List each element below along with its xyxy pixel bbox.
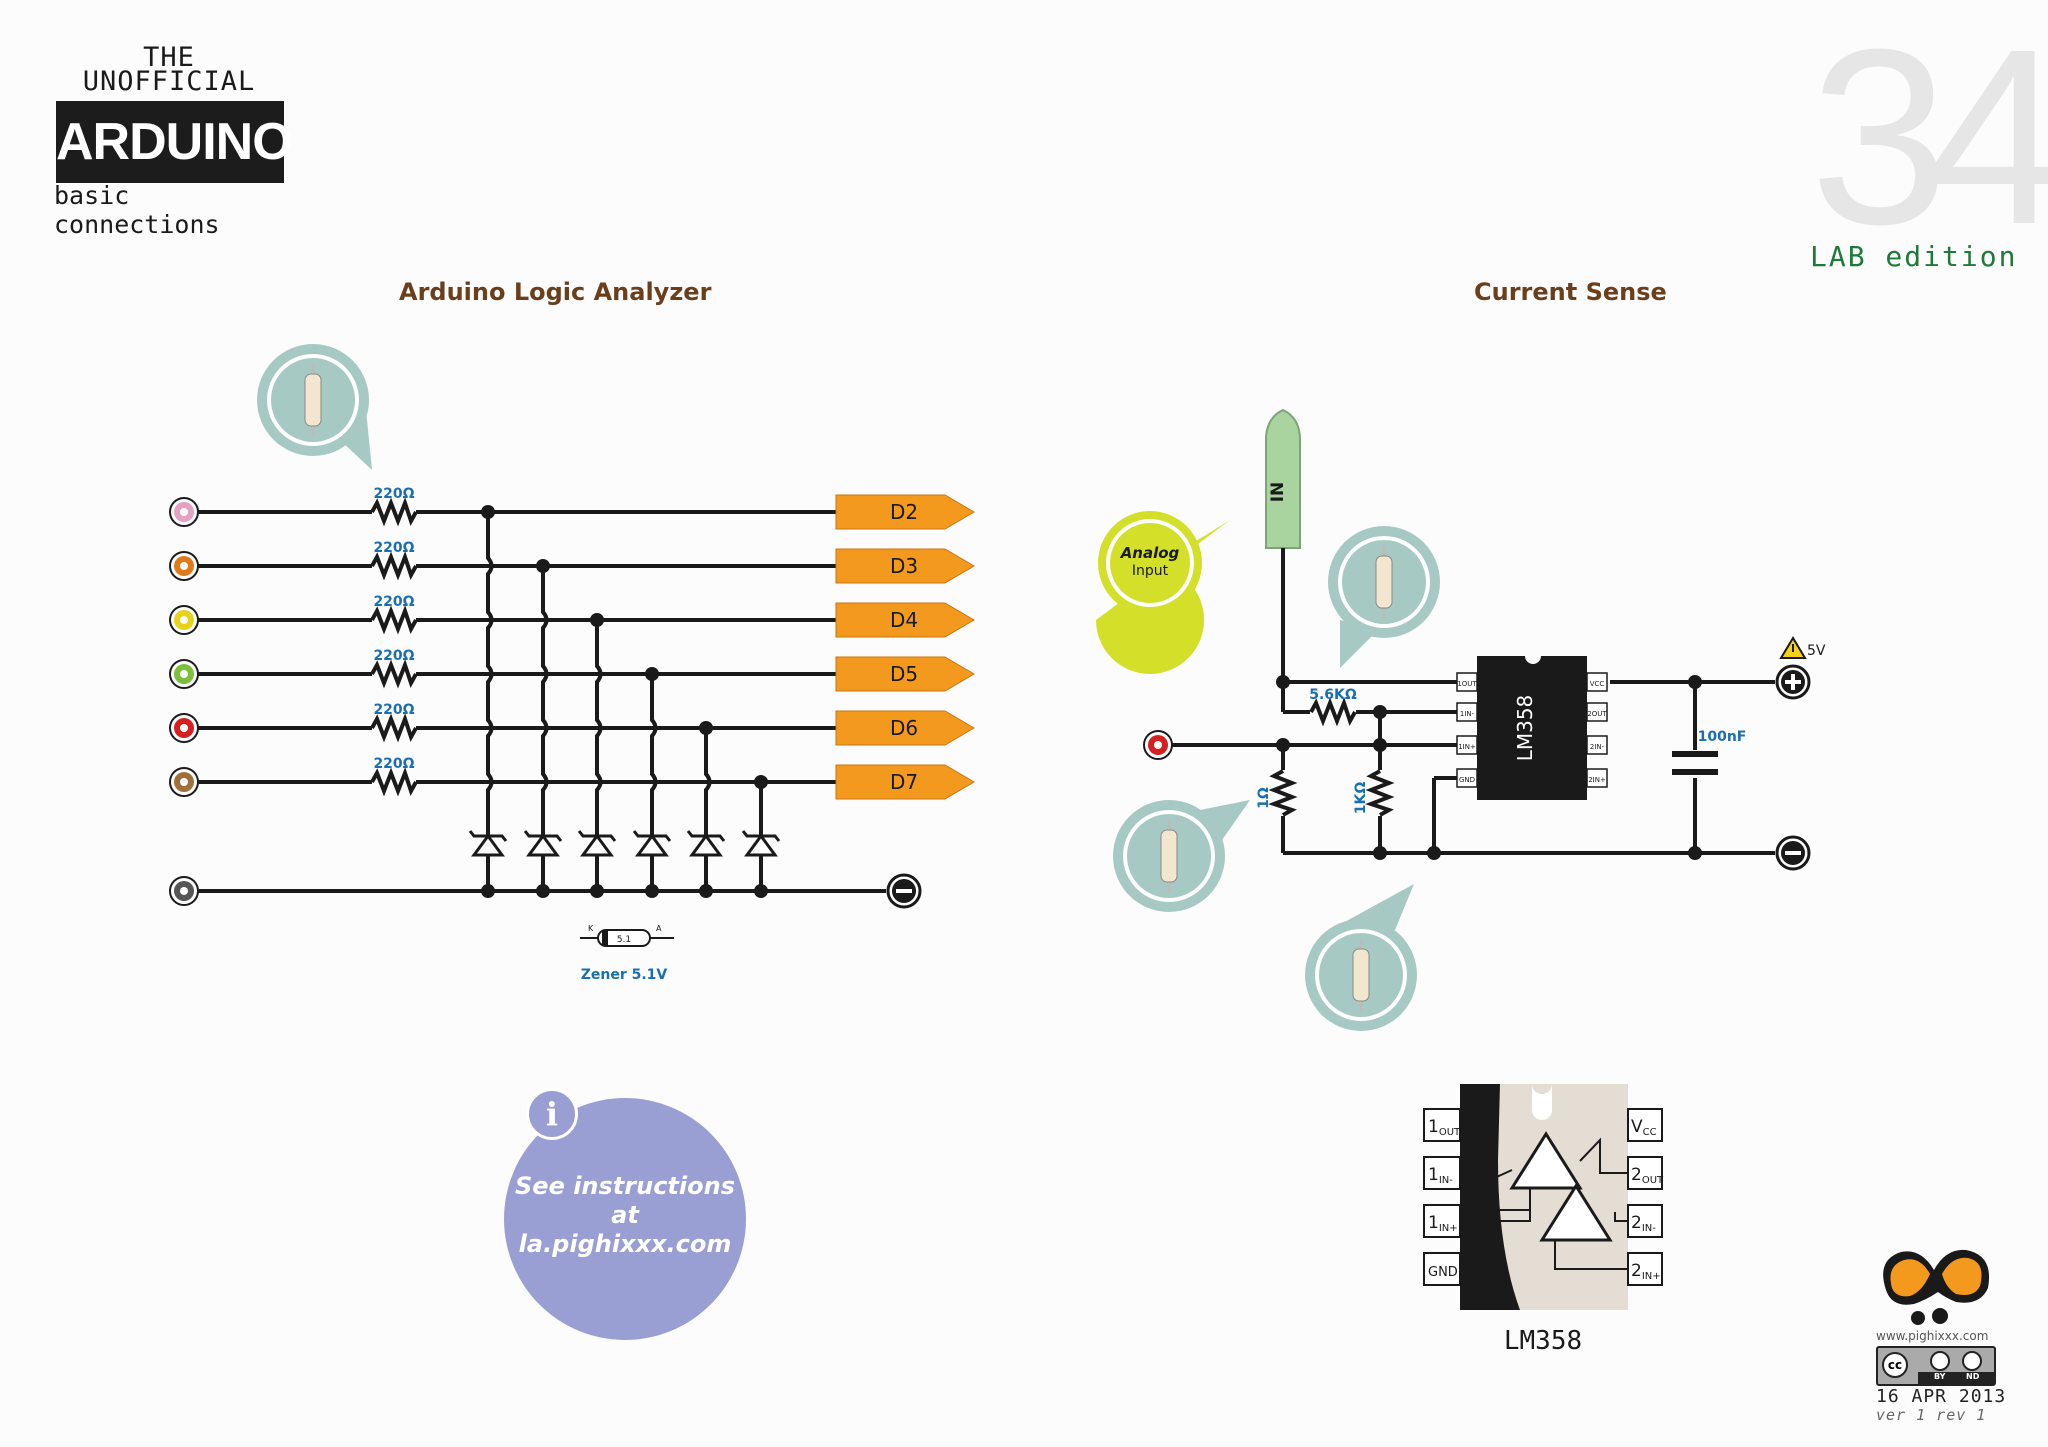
pin-label-d4: D4 xyxy=(890,608,918,632)
resistor-label-d5: 220Ω xyxy=(373,648,414,664)
footer-version: ver 1 rev 1 xyxy=(1876,1406,1987,1424)
channel-d3: 220Ω D3 xyxy=(169,540,975,898)
lm358-ic: LM358 1OUT 1IN- 1IN+ GND VCC 2OUT 2IN- 2IN+ xyxy=(1456,656,1608,800)
zener-diode-6 xyxy=(741,830,781,898)
ic-pin-left-1: 1OUT xyxy=(1457,680,1477,688)
resistor-bubble-logic xyxy=(257,344,372,470)
in-probe-label: IN xyxy=(1268,482,1288,503)
channel-d6: 220Ω D6 xyxy=(169,702,975,898)
ic-pin-left-3: 1IN+ xyxy=(1458,743,1476,751)
resistor-label-d4: 220Ω xyxy=(373,594,414,610)
supply-label: 5V xyxy=(1807,643,1826,659)
cc-license-badge: cc BY ND xyxy=(1876,1346,1996,1386)
cc-by: BY xyxy=(1934,1372,1946,1381)
logic-analyzer-circuit: 220Ω D2 220Ω D3 220Ω D4 220Ω D5 220Ω D6 220Ω D7 5.1 K… xyxy=(169,344,975,983)
sheet-number: 34 xyxy=(1809,0,2048,276)
pin-tag-d2 xyxy=(835,494,975,530)
ic-pin-left-4: GND xyxy=(1459,776,1475,784)
info-line-1: See instructions xyxy=(515,1172,735,1200)
resistor-bubble-sense xyxy=(1113,800,1250,912)
pin-label-d6: D6 xyxy=(890,716,918,740)
zener-diode-3 xyxy=(577,830,617,898)
pinout-caption: LM358 xyxy=(1504,1326,1582,1356)
cap-label: 100nF xyxy=(1698,729,1747,745)
header-brand: ARDUINO xyxy=(56,101,293,183)
ic-pin-left-2: 1IN- xyxy=(1460,710,1475,718)
zener-label: Zener 5.1V xyxy=(581,967,668,983)
footer-date: 16 APR 2013 xyxy=(1876,1386,2007,1407)
pinout-left-4: GND xyxy=(1428,1265,1458,1280)
info-icon: i xyxy=(526,1088,578,1140)
logic-analyzer-title: Arduino Logic Analyzer xyxy=(399,278,712,306)
cc-nd: ND xyxy=(1966,1372,1980,1381)
channel-d7: 220Ω D7 xyxy=(169,756,975,898)
zener-diode-5 xyxy=(686,830,726,898)
channel-d2: 220Ω D2 xyxy=(169,486,975,898)
ic-pin-right-4: 2IN+ xyxy=(1588,776,1606,784)
pin-label-d5: D5 xyxy=(890,662,918,686)
ic-label: LM358 xyxy=(1513,695,1537,762)
zener-k: K xyxy=(588,924,594,933)
analog-input-badge: Analog Input xyxy=(1096,511,1230,674)
info-line-2: at xyxy=(611,1201,639,1229)
analog-label: Analog xyxy=(1120,544,1180,562)
pin-label-d2: D2 xyxy=(890,500,918,524)
footer-site[interactable]: www.pighixxx.com xyxy=(1876,1329,1989,1343)
current-sense-circuit: IN Analog Input xyxy=(1096,408,1826,1356)
pin-label-d7: D7 xyxy=(890,770,918,794)
pin-label-d3: D3 xyxy=(890,554,918,578)
pin-tag-d6 xyxy=(835,710,975,746)
pighixxx-logo-icon xyxy=(1883,1249,1990,1325)
ground-rail xyxy=(169,873,922,909)
header-subtitle: basic connections xyxy=(54,181,220,239)
r-gain-label: 1KΩ xyxy=(1353,782,1369,815)
nd-icon xyxy=(1962,1351,1982,1371)
info-text: See instructions at la.pighixxx.com xyxy=(504,1172,746,1259)
edition-label: LAB edition xyxy=(1810,240,2018,273)
zener-value: 5.1 xyxy=(617,935,631,945)
minus-terminal-right xyxy=(1775,835,1811,871)
resistor-label-d3: 220Ω xyxy=(373,540,414,556)
input-label: Input xyxy=(1132,563,1169,579)
pin-tag-d5 xyxy=(835,656,975,692)
r-feedback-label: 5.6KΩ xyxy=(1309,687,1357,703)
resistor-label-d2: 220Ω xyxy=(373,486,414,502)
resistor-bubble-gain xyxy=(1305,884,1417,1031)
resistor-label-d6: 220Ω xyxy=(373,702,414,718)
warning-icon xyxy=(1779,636,1807,659)
resistor-bubble-feedback xyxy=(1328,526,1440,668)
ic-pin-right-3: 2IN- xyxy=(1590,743,1605,751)
pin-tag-d4 xyxy=(835,602,975,638)
zener-diode-2 xyxy=(523,830,563,898)
sense-input-jack xyxy=(1143,730,1173,760)
r-sense-label: 1Ω xyxy=(1256,787,1272,809)
header-the: THE xyxy=(143,42,195,73)
minus-terminal-left xyxy=(886,873,922,909)
zener-a: A xyxy=(656,924,662,933)
info-line-3[interactable]: la.pighixxx.com xyxy=(518,1230,732,1258)
zener-diode-1 xyxy=(468,830,508,898)
header-unofficial: UNOFFICIAL xyxy=(82,66,256,97)
in-probe: IN xyxy=(1265,408,1301,549)
cc-icon: cc xyxy=(1882,1352,1908,1378)
pin-tag-d3 xyxy=(835,548,975,584)
zener-diode-4 xyxy=(632,830,672,898)
plus-terminal xyxy=(1775,664,1811,700)
channel-d4: 220Ω D4 xyxy=(169,594,975,898)
pin-tag-d7 xyxy=(835,764,975,800)
by-icon xyxy=(1930,1351,1950,1371)
ic-pin-right-2: 2OUT xyxy=(1587,710,1607,718)
resistor-label-d7: 220Ω xyxy=(373,756,414,772)
zener-legend: 5.1 K A Zener 5.1V xyxy=(580,924,674,983)
current-sense-title: Current Sense xyxy=(1474,278,1667,306)
ic-pin-right-1: VCC xyxy=(1590,680,1605,688)
channel-d5: 220Ω D5 xyxy=(169,648,975,898)
